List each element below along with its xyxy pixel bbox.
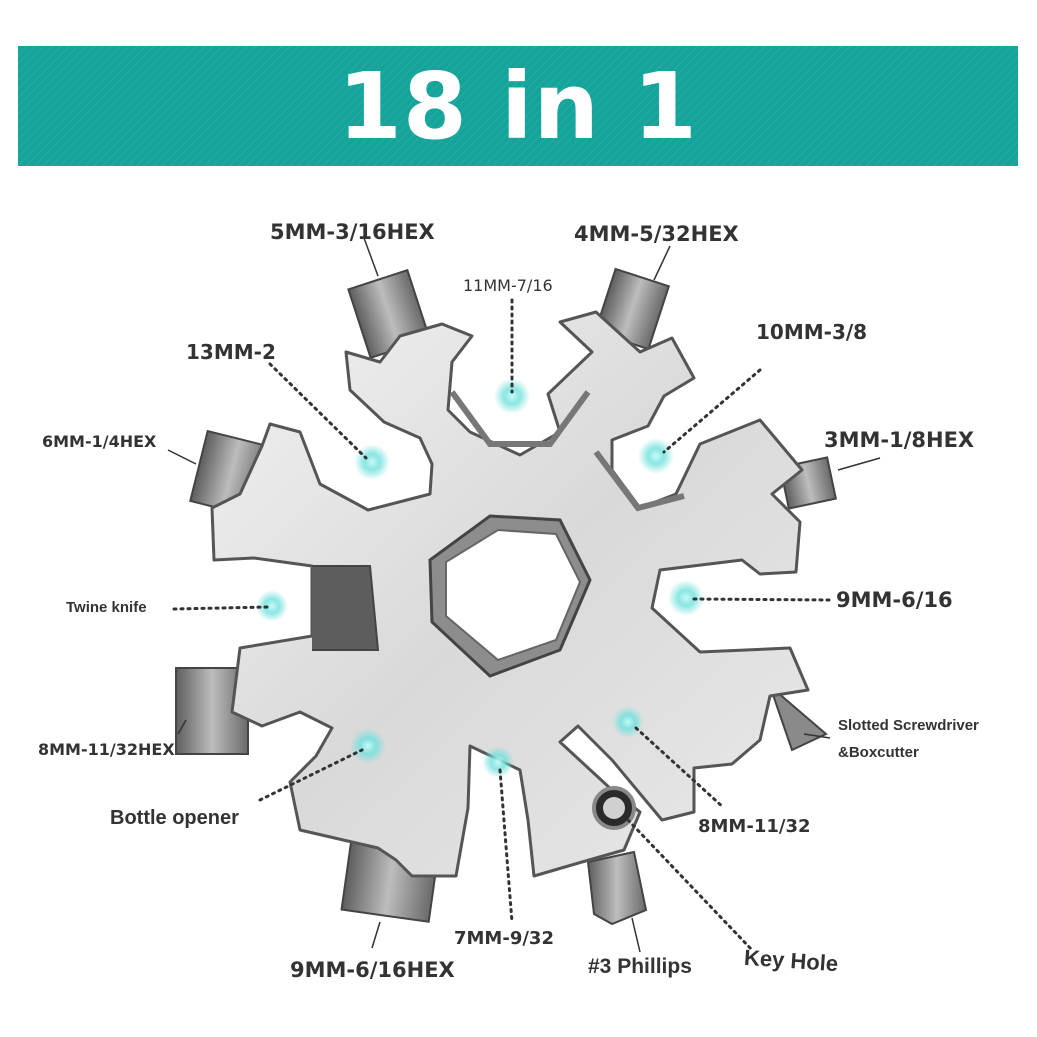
leader-twine-knife <box>172 605 270 611</box>
marker-10mm <box>638 438 674 474</box>
marker-bottle-opener <box>350 728 386 764</box>
leader-bottle-opener <box>258 748 364 802</box>
label-screwdriver-line2: &Boxcutter <box>838 744 919 761</box>
marker-13mm <box>354 444 390 480</box>
label-phillips: #3 Phillips <box>588 955 692 978</box>
leader-8mm-hex <box>177 719 187 735</box>
label-7mm: 7MM-9/32 <box>454 928 554 949</box>
leader-screwdriver <box>803 733 831 739</box>
label-13mm: 13MM-2 <box>186 340 276 364</box>
leader-6mm-hex <box>167 449 197 465</box>
leader-9mm <box>692 597 832 602</box>
marker-9mm <box>668 580 704 616</box>
leader-10mm <box>662 368 762 454</box>
screwdriver-blade <box>767 682 828 752</box>
marker-8mm <box>612 706 644 738</box>
leader-7mm <box>498 768 514 924</box>
title-banner: 18 in 1 <box>18 46 1018 166</box>
leader-5mm-hex <box>363 237 379 277</box>
hex-center-hole <box>445 528 582 662</box>
marker-twine-knife <box>256 590 288 622</box>
leader-lines <box>172 298 832 952</box>
phillips-bit <box>586 850 648 926</box>
twine-knife-blade <box>312 565 380 651</box>
label-8mm-hex: 8MM-11/32HEX <box>38 740 175 759</box>
leader-13mm <box>268 362 368 460</box>
label-6mm-hex: 6MM-1/4HEX <box>42 432 157 451</box>
leader-4mm-hex <box>653 245 671 281</box>
label-4mm-hex: 4MM-5/32HEX <box>574 222 739 246</box>
marker-7mm <box>482 746 514 778</box>
label-10mm: 10MM-3/8 <box>756 320 868 344</box>
leader-key-hole <box>626 818 754 952</box>
tool-markers <box>256 378 704 778</box>
label-screwdriver-line1: Slotted Screwdriver <box>838 717 979 734</box>
key-hole-center <box>603 797 625 819</box>
solid-leaders <box>167 237 881 953</box>
leader-9mm-hex <box>371 921 381 949</box>
label-9mm: 9MM-6/16 <box>836 588 953 612</box>
leader-8mm <box>634 726 726 810</box>
banner-background <box>18 46 1018 166</box>
leader-phillips <box>631 917 641 953</box>
label-3mm-hex: 3MM-1/8HEX <box>824 428 975 452</box>
marker-11mm <box>494 378 530 414</box>
label-9mm-hex: 9MM-6/16HEX <box>290 958 455 982</box>
label-8mm: 8MM-11/32 <box>698 816 811 837</box>
label-11mm: 11MM-7/16 <box>463 276 553 295</box>
label-bottle-opener: Bottle opener <box>110 807 239 829</box>
label-twine-knife: Twine knife <box>66 599 147 616</box>
banner-title: 18 in 1 <box>337 52 699 160</box>
leader-3mm-hex <box>837 457 881 471</box>
label-5mm-hex: 5MM-3/16HEX <box>270 220 435 244</box>
